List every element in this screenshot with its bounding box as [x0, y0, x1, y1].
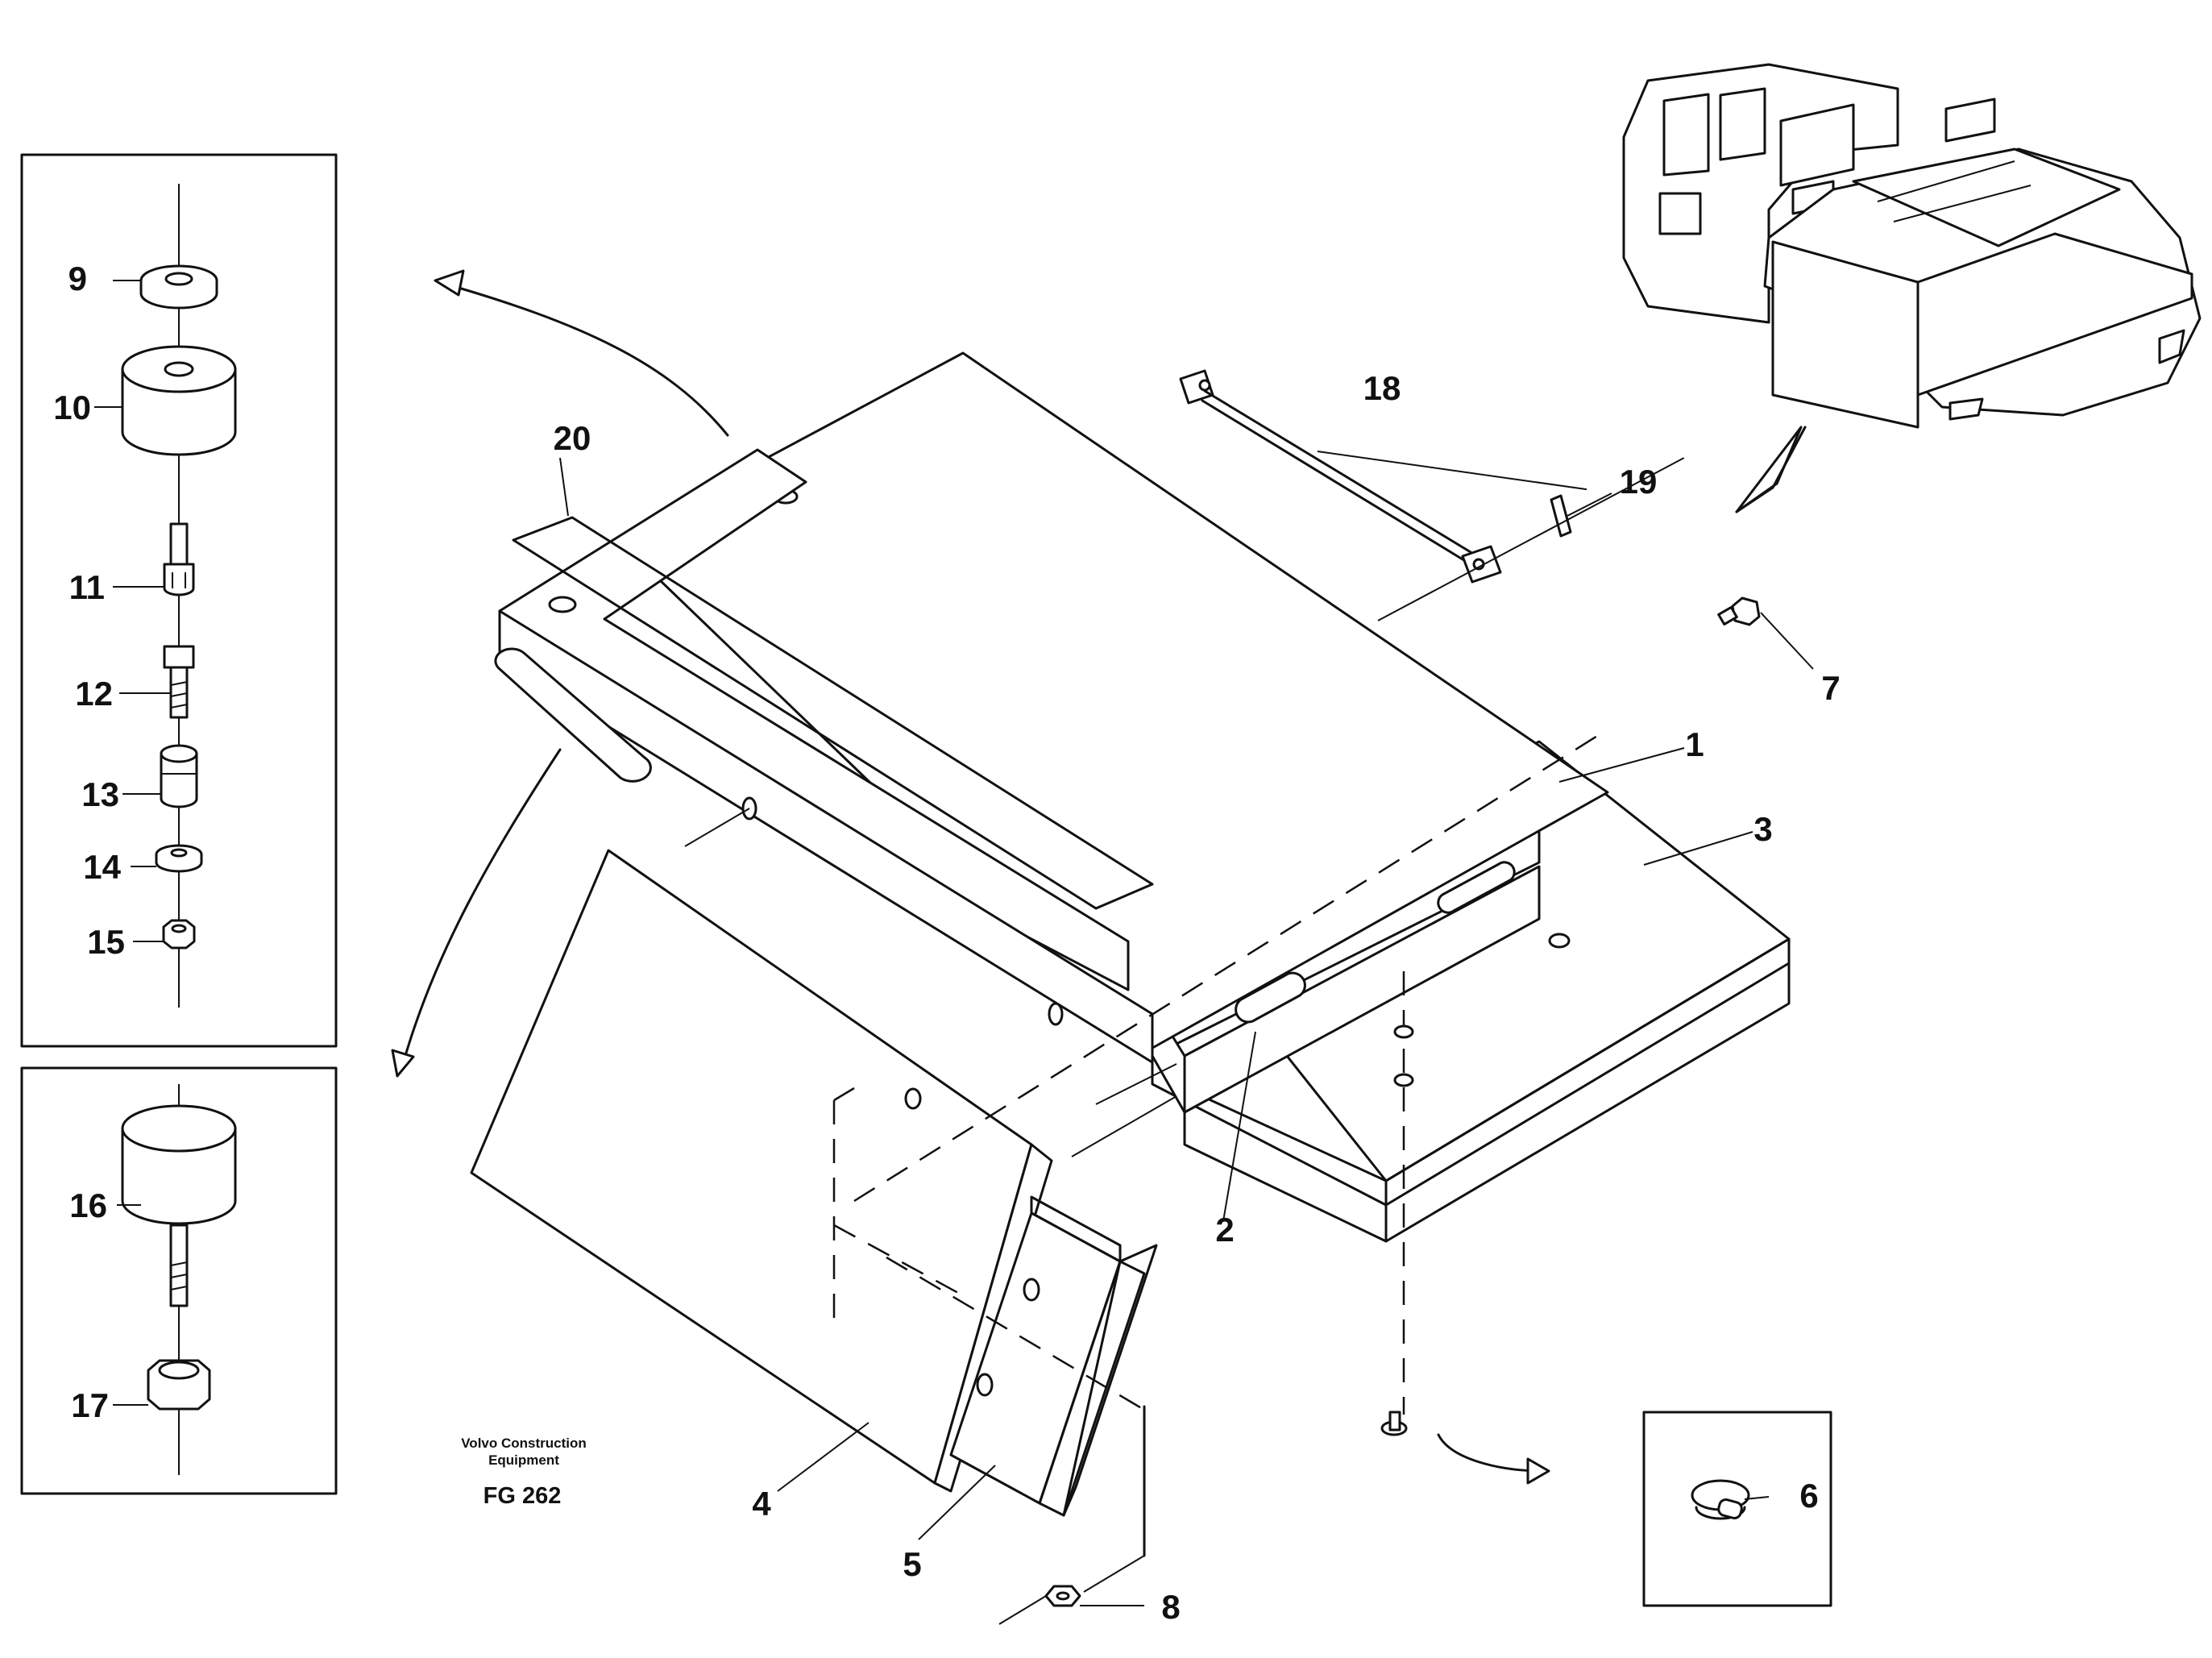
callout-4: 4	[752, 1485, 771, 1523]
excavator-overview-illustration	[1622, 63, 2202, 513]
nut-17-part	[147, 1359, 211, 1411]
sleeve-13-part	[160, 744, 198, 808]
caption-maker-line2: Equipment	[488, 1452, 559, 1468]
callout-1: 1	[1685, 725, 1704, 763]
rubber-mount-16-part	[121, 1104, 237, 1307]
stud-11-part	[163, 522, 195, 596]
detail-box-mounting-parts	[20, 153, 338, 1048]
motion-arrows	[391, 269, 1550, 1485]
callout-3: 3	[1753, 810, 1772, 848]
callout-labels: 9 10 11 12 13 14 15 16 17 20 18 19 7 1 3…	[53, 260, 1840, 1626]
caption-figure-code: FG 262	[483, 1483, 562, 1509]
callout-6: 6	[1799, 1477, 1818, 1515]
insulation-side-5-part	[949, 1195, 1158, 1517]
callout-20: 20	[554, 419, 591, 457]
callout-17: 17	[71, 1386, 109, 1424]
detail-box-fastener-6	[1642, 1411, 1832, 1607]
callout-19: 19	[1620, 463, 1658, 501]
bolt-12-part	[163, 645, 195, 719]
nut-8-part	[1044, 1585, 1081, 1607]
callout-12: 12	[75, 675, 113, 713]
callout-13: 13	[81, 775, 119, 813]
callout-5: 5	[903, 1545, 921, 1583]
detail-box-alt-mount	[20, 1066, 338, 1495]
callout-7: 7	[1821, 669, 1840, 707]
bolt-7-part	[1717, 596, 1761, 626]
caption-maker-line1: Volvo Construction	[461, 1436, 587, 1451]
callout-14: 14	[83, 848, 121, 886]
callout-18: 18	[1363, 369, 1401, 407]
pin-19-part	[1550, 494, 1572, 538]
callout-9: 9	[68, 260, 87, 297]
fastener-6-part	[1380, 1411, 1408, 1436]
callout-11: 11	[69, 568, 105, 606]
callout-10: 10	[53, 389, 91, 426]
washer-9-part	[139, 264, 218, 310]
stay-rod-18-part	[1179, 369, 1502, 584]
callout-8: 8	[1161, 1588, 1180, 1626]
rubber-mount-10-part	[121, 345, 237, 456]
side-panel-4-part	[470, 849, 1053, 1493]
nut-15-part	[162, 919, 196, 950]
callout-2: 2	[1215, 1211, 1234, 1249]
callout-16: 16	[69, 1186, 107, 1224]
washer-14-part	[155, 844, 203, 873]
callout-15: 15	[87, 923, 125, 961]
hinge-panel-part	[494, 448, 1154, 1064]
main-exploded-assembly	[470, 351, 1832, 1625]
figure-caption: Volvo Construction Equipment FG 262	[461, 1436, 587, 1509]
seal-strip-20-part	[512, 516, 1154, 910]
